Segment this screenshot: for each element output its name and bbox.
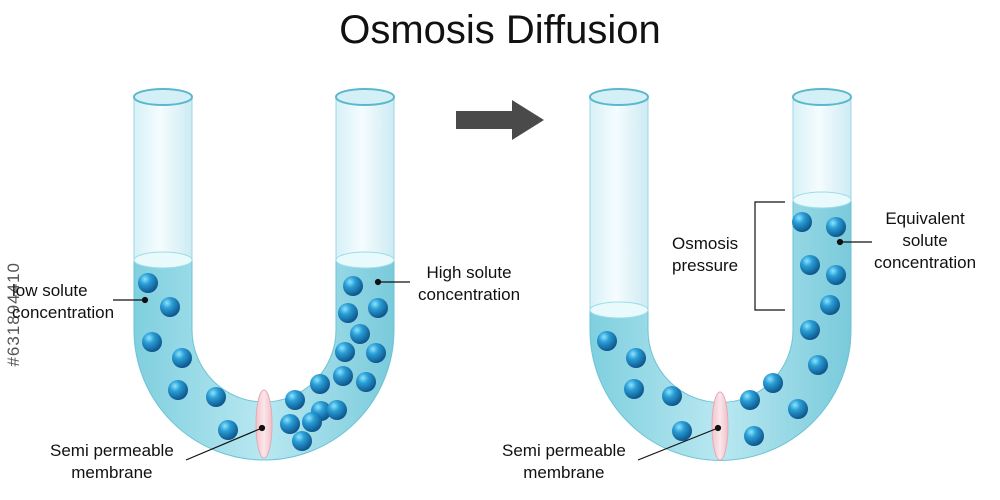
- left-membrane: [255, 389, 273, 459]
- label-equivalent-line2: solute: [902, 231, 948, 250]
- label-right-membrane: Semi permeable membrane: [502, 440, 626, 484]
- left-solute-particle: [310, 374, 330, 394]
- label-equivalent-line1: Equivalent: [885, 209, 965, 228]
- right-solute-particle: [800, 255, 820, 275]
- right-solute-particle: [826, 217, 846, 237]
- right-solute-particle: [626, 348, 646, 368]
- right-tube-left-arm: [589, 96, 649, 312]
- left-tube-right-arm: [335, 96, 395, 262]
- right-solute-particle: [820, 295, 840, 315]
- label-left-membrane-line2: membrane: [71, 463, 153, 482]
- label-equivalent-solute: Equivalent solute concentration: [874, 208, 976, 274]
- left-solute-particle: [285, 390, 305, 410]
- left-solute-particle: [218, 420, 238, 440]
- right-solute-particle: [672, 421, 692, 441]
- left-solute-particle: [206, 387, 226, 407]
- left-tube-left-opening: [133, 88, 193, 106]
- left-solute-particle: [280, 414, 300, 434]
- left-solute-particle: [172, 348, 192, 368]
- right-solute-particle: [740, 390, 760, 410]
- right-solute-particle: [597, 331, 617, 351]
- right-solute-particle: [792, 212, 812, 232]
- left-solute-particle: [368, 298, 388, 318]
- left-solute-particle: [160, 297, 180, 317]
- right-liquid: [589, 199, 852, 461]
- right-solute-particle: [662, 386, 682, 406]
- left-solute-particle: [335, 342, 355, 362]
- label-right-membrane-line2: membrane: [523, 463, 605, 482]
- right-solute-particle: [800, 320, 820, 340]
- right-solute-particle: [808, 355, 828, 375]
- right-solute-particle: [826, 265, 846, 285]
- left-liquid-surface-right: [335, 251, 395, 269]
- left-solute-particle: [168, 380, 188, 400]
- right-liquid-surface-left: [589, 301, 649, 319]
- right-u-tube: [589, 88, 872, 461]
- right-tube-left-opening: [589, 88, 649, 106]
- label-low-line1: low solute: [12, 281, 88, 300]
- label-low-solute: low solute concentration: [12, 280, 114, 324]
- left-solute-particle: [366, 343, 386, 363]
- label-pressure-line1: Osmosis: [672, 234, 739, 253]
- left-tube-right-opening: [335, 88, 395, 106]
- right-solute-particle: [624, 379, 644, 399]
- page-title: Osmosis Diffusion: [339, 8, 661, 52]
- pressure-bracket: [754, 201, 785, 311]
- left-solute-particle: [343, 276, 363, 296]
- label-pressure-line2: pressure: [672, 256, 739, 275]
- right-solute-particle: [744, 426, 764, 446]
- label-high-line1: High solute: [426, 263, 512, 282]
- left-solute-particle: [333, 366, 353, 386]
- left-solute-particle: [338, 303, 358, 323]
- label-low-line2: concentration: [12, 303, 115, 322]
- left-liquid-surface-left: [133, 251, 193, 269]
- right-solute-particle: [788, 399, 808, 419]
- label-left-membrane: Semi permeable membrane: [50, 440, 174, 484]
- right-tube-right-arm: [792, 96, 852, 202]
- left-solute-particle: [142, 332, 162, 352]
- label-right-membrane-line1: Semi permeable: [502, 441, 626, 460]
- left-solute-particle: [350, 324, 370, 344]
- left-u-tube: [113, 88, 410, 461]
- right-solute-particle: [763, 373, 783, 393]
- left-solute-particle: [356, 372, 376, 392]
- left-solute-particle: [327, 400, 347, 420]
- right-liquid-surface-right: [792, 191, 852, 209]
- right-tube-right-opening: [792, 88, 852, 106]
- label-equivalent-line3: concentration: [874, 253, 977, 272]
- label-left-membrane-line1: Semi permeable: [50, 441, 174, 460]
- arrow-right-icon: [456, 100, 544, 140]
- left-solute-particle: [302, 412, 322, 432]
- label-high-line2: concentration: [418, 285, 521, 304]
- left-solute-particle: [292, 431, 312, 451]
- label-high-solute: High solute concentration: [418, 262, 520, 306]
- left-solute-particle: [138, 273, 158, 293]
- label-osmosis-pressure: Osmosis pressure: [672, 233, 738, 277]
- left-tube-left-arm: [133, 96, 193, 262]
